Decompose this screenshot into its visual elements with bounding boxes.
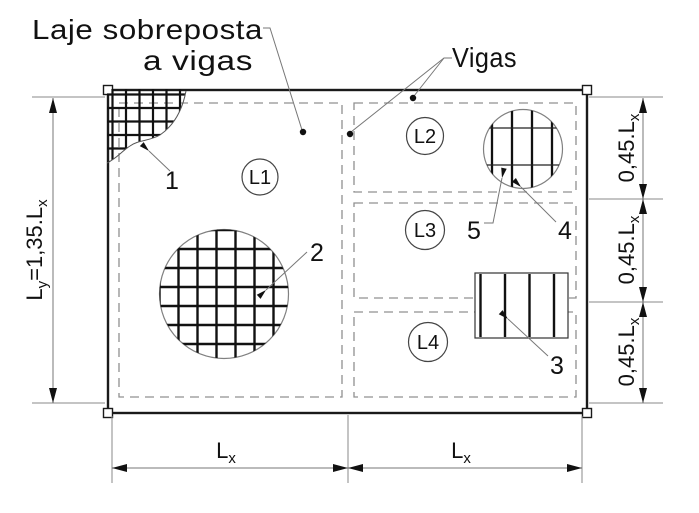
- callout-2: 2: [310, 239, 324, 267]
- panel-outline-l3: [353, 202, 577, 299]
- panel-outline-l4: [353, 311, 577, 398]
- vertical-hatch-rect-icon: [474, 272, 569, 339]
- leader-line-2: [256, 251, 308, 299]
- beams-note-text: Vigas: [452, 42, 517, 73]
- leader-line-1: [139, 142, 171, 172]
- corner-column-bottom-left: [102, 407, 114, 419]
- leader-line-3: [498, 310, 549, 357]
- callout-leaders: [139, 142, 557, 357]
- beams-note: Vigas: [346, 42, 517, 138]
- callout-4: 4: [558, 217, 572, 245]
- dim-bottom-label-2: Lx: [451, 438, 471, 467]
- dim-left-label: Ly=1,35.Lx: [22, 199, 51, 301]
- beams-note-leader-1: [350, 57, 452, 133]
- dimension-bottom: Lx Lx: [111, 415, 583, 483]
- panel-labels: L1 L2 L3 L4: [241, 116, 449, 363]
- dim-right-label-2: 0,45.Lx: [614, 215, 643, 284]
- detail-circle-45: [482, 108, 564, 190]
- panel-label-l4: L4: [407, 321, 449, 363]
- slab-outline: [106, 88, 589, 415]
- slab-note: Laje sobreposta a vigas: [32, 14, 307, 136]
- panel-label-l2-text: L2: [414, 126, 436, 148]
- leader-line-4: [511, 177, 557, 223]
- dim-arrow-up-icon: [49, 98, 57, 113]
- dim-arrow-down-icon: [49, 388, 57, 403]
- dim-arrow-down-icon: [639, 287, 647, 302]
- dim-arrow-left-icon: [348, 464, 363, 472]
- corner-column-bottom-right: [581, 407, 593, 419]
- callout-numbers: 1 2 3 4 5: [165, 167, 572, 380]
- corner-mesh-hatch-icon: [107, 89, 186, 163]
- callout-5: 5: [467, 217, 481, 245]
- slab-note-line1: Laje sobreposta: [32, 14, 263, 45]
- slab-note-line2: a vigas: [143, 45, 253, 76]
- panel-label-l4-text: L4: [417, 332, 439, 354]
- slab-note-leader: [263, 27, 303, 131]
- panel-label-l1-text: L1: [249, 167, 271, 189]
- corner-column-top-left: [102, 84, 114, 96]
- dim-arrow-up-icon: [639, 98, 647, 113]
- slab-note-leader-dot: [299, 128, 307, 136]
- beams-note-dot-1: [346, 130, 354, 138]
- mesh-break-line: [106, 90, 187, 164]
- panel-label-l1: L1: [241, 158, 279, 196]
- panel-outline-l2: [353, 102, 577, 193]
- callout-3: 3: [550, 352, 564, 380]
- dim-bottom-label-1: Lx: [216, 438, 236, 467]
- dimension-right: 0,45.Lx 0,45.Lx 0,45.Lx: [589, 96, 663, 404]
- dim-arrow-down-icon: [639, 388, 647, 403]
- corner-column-top-right: [581, 84, 593, 96]
- leader-line-5: [484, 167, 507, 224]
- beams-note-dot-2: [409, 94, 417, 102]
- dim-right-label-3: 0,45.Lx: [614, 317, 643, 386]
- dim-arrow-down-icon: [639, 184, 647, 199]
- panel-label-l2: L2: [405, 116, 445, 156]
- panel-outline-l1: [118, 102, 343, 398]
- dim-arrow-left-icon: [112, 464, 127, 472]
- panel-label-l3-text: L3: [414, 220, 436, 242]
- dim-arrow-up-icon: [639, 199, 647, 214]
- dim-arrow-up-icon: [639, 302, 647, 317]
- dim-arrow-right-icon: [567, 464, 582, 472]
- beams-note-leader-2: [413, 57, 445, 97]
- panel-label-l3: L3: [404, 209, 446, 251]
- dim-arrow-right-icon: [333, 464, 348, 472]
- dimension-left: Ly=1,35.Lx: [22, 96, 105, 404]
- beam-dashed-outlines: [118, 102, 577, 398]
- callout-1: 1: [165, 167, 179, 195]
- dim-right-label-1: 0,45.Lx: [614, 113, 643, 182]
